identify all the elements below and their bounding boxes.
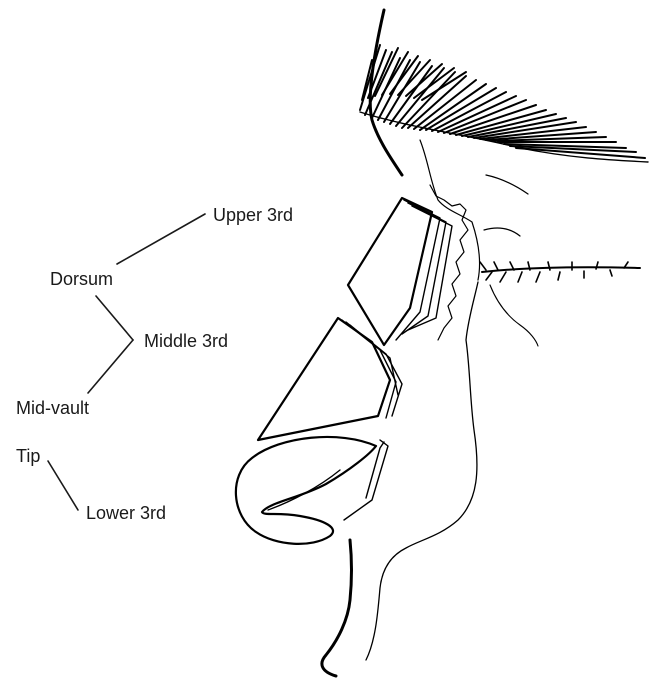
label-upper-3rd: Upper 3rd [213,206,293,224]
leader-middle-midvault [88,340,133,393]
lower-eyelid-contour [490,285,538,346]
nasal-bone-block [348,198,432,345]
label-dorsum: Dorsum [50,270,113,288]
upper-lip-contour [322,540,352,676]
tip-cartilage-layer-1 [344,440,388,520]
nostril [268,470,340,510]
mid-vault-layer-2 [346,322,402,416]
label-middle-3rd: Middle 3rd [144,332,228,350]
label-lower-3rd: Lower 3rd [86,504,166,522]
cheek-contour [484,175,528,236]
mid-vault-block [258,318,390,440]
leader-upper-dorsum [117,214,205,264]
label-mid-vault: Mid-vault [16,399,89,417]
eyelashes [480,262,628,282]
tip-cartilage [236,437,376,544]
leader-tip-lower [48,461,78,510]
nose-outer-contour [366,282,478,660]
label-tip: Tip [16,447,40,465]
mid-vault-layer-1 [342,320,396,418]
leader-dorsum-middle [96,296,133,340]
eyebrow-hair [360,45,645,158]
